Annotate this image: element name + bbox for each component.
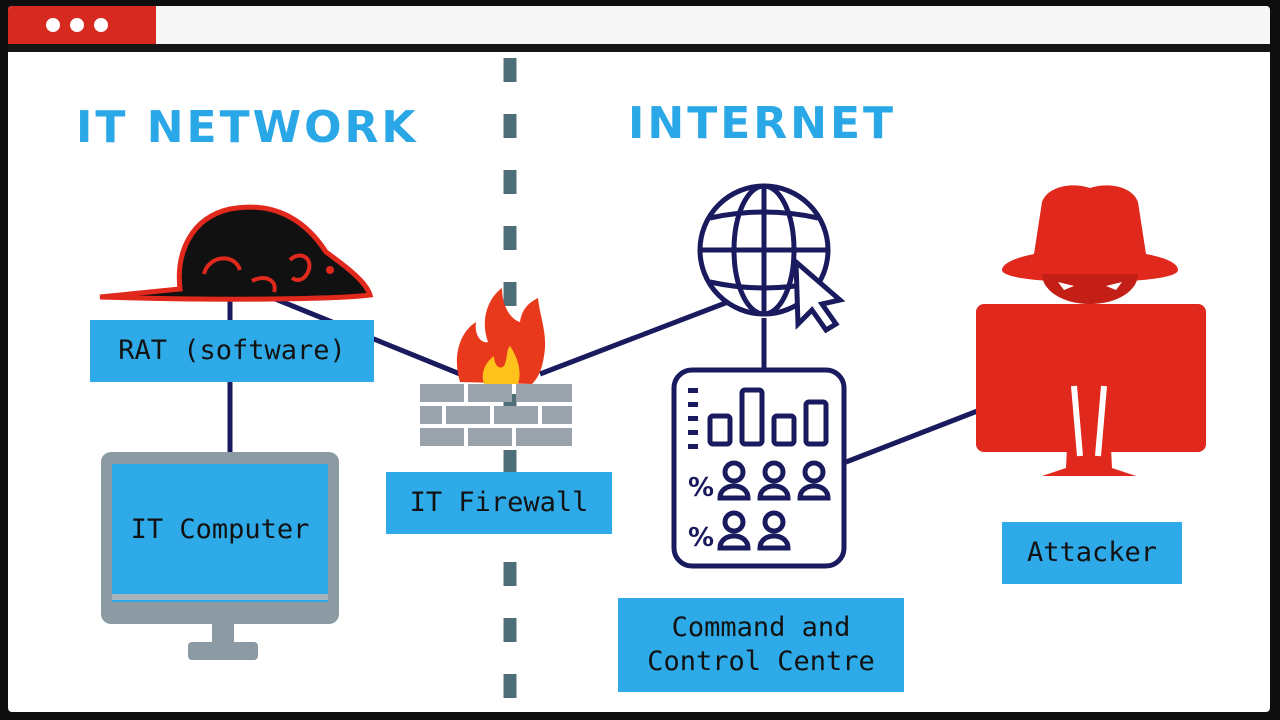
zone-title-it-network: IT NETWORK xyxy=(76,102,419,153)
svg-text:%: % xyxy=(688,473,714,503)
label-c2-line2: Control Centre xyxy=(647,646,875,677)
label-c2-line1: Command and xyxy=(671,612,851,644)
label-rat: RAT (software) xyxy=(90,320,374,382)
svg-text:%: % xyxy=(688,523,714,553)
globe-cursor-icon xyxy=(697,183,846,334)
window-controls xyxy=(8,6,156,44)
window-dot-icon[interactable] xyxy=(46,18,60,32)
label-it-computer: IT Computer xyxy=(130,513,310,545)
label-command-control: Command and Control Centre xyxy=(618,598,904,692)
link-c2-attacker xyxy=(845,407,981,465)
dashboard-icon: % % xyxy=(671,367,847,569)
diagram-canvas: % % xyxy=(99,58,1206,712)
network-diagram: % % IT xyxy=(8,6,1270,712)
window-dot-icon[interactable] xyxy=(94,18,108,32)
rat-icon xyxy=(99,204,374,302)
browser-window: % % IT xyxy=(8,6,1270,712)
hacker-icon xyxy=(976,185,1206,476)
title-bar xyxy=(8,6,1270,52)
label-it-firewall: IT Firewall xyxy=(386,472,612,534)
monitor-icon xyxy=(101,452,339,660)
label-attacker: Attacker xyxy=(1002,522,1182,584)
firewall-icon xyxy=(420,288,572,446)
link-firewall-globe xyxy=(539,299,729,377)
zone-title-internet: INTERNET xyxy=(628,98,897,149)
window-dot-icon[interactable] xyxy=(70,18,84,32)
